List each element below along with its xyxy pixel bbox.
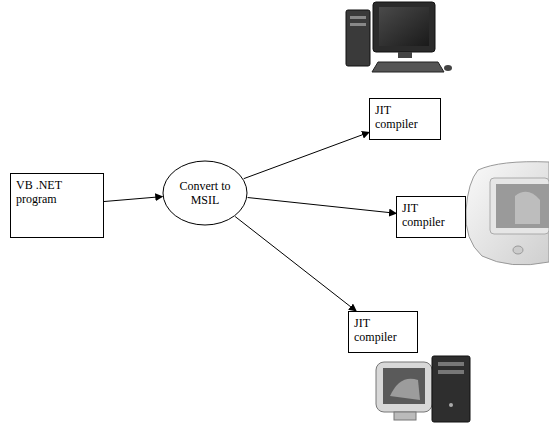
desktop-pc: [346, 2, 452, 72]
program-box: VB .NET program: [10, 173, 104, 238]
node-label: JIT compiler: [402, 201, 452, 229]
node-label: Convert to MSIL: [179, 179, 231, 207]
compiler-box: JIT compiler: [396, 196, 466, 238]
node-label: JIT compiler: [375, 103, 425, 131]
node-label: VB .NET program: [16, 178, 96, 206]
arrow-connector: [244, 132, 369, 178]
arrow-connector: [235, 217, 356, 311]
node-label: JIT compiler: [354, 316, 404, 344]
arrow-connector: [248, 198, 396, 214]
process-ellipse: Convert to MSIL: [162, 160, 248, 226]
workstation-pc: [376, 356, 470, 422]
imac-computer: [466, 162, 549, 265]
compiler-box: JIT compiler: [348, 311, 418, 353]
arrow-connector: [104, 197, 162, 202]
compiler-box: JIT compiler: [369, 98, 441, 140]
